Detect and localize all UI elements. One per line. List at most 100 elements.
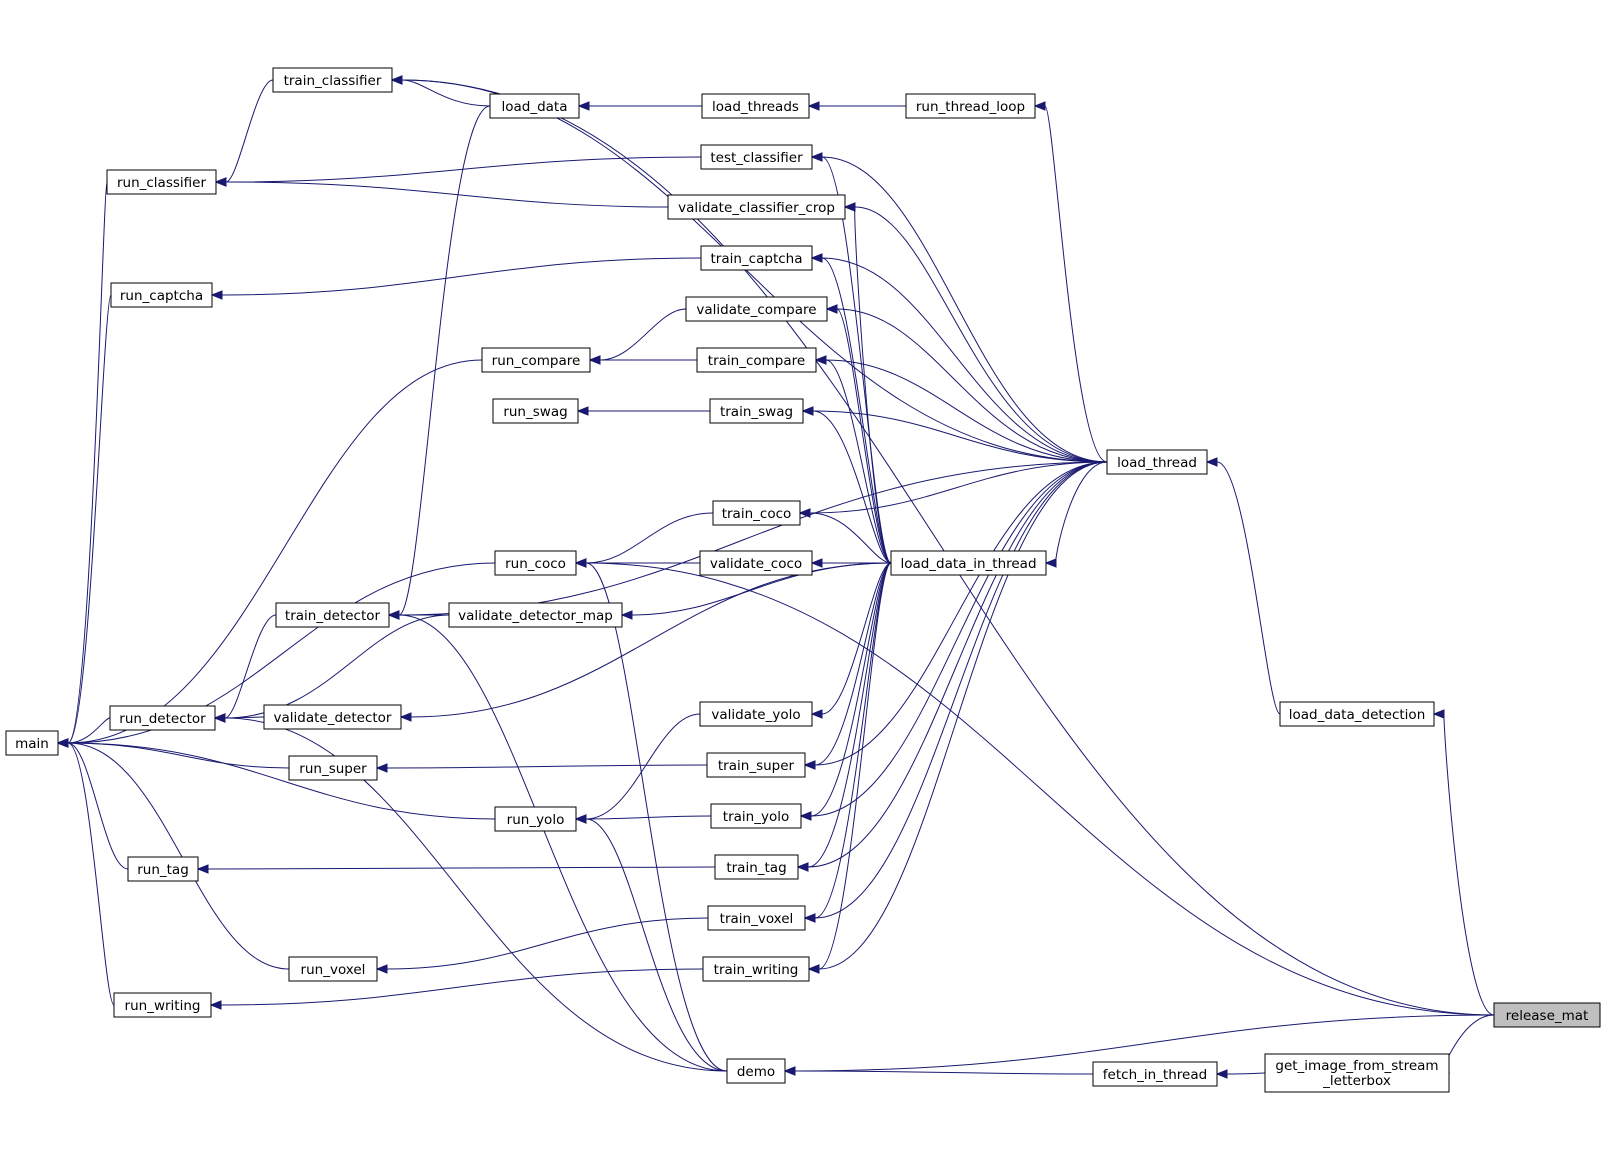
node-box-train_classifier <box>272 67 393 93</box>
edge-load_thread-to-train_captcha <box>821 257 1108 463</box>
node-label-load_data_in_thread: load_data_in_thread <box>900 556 1036 572</box>
edge-demo-to-run_coco <box>585 562 728 1072</box>
node-label-run_swag: run_swag <box>503 404 567 420</box>
node-release_mat[interactable]: release_mat <box>1493 1002 1601 1028</box>
node-train_swag[interactable]: train_swag <box>709 398 804 424</box>
node-box-train_captcha <box>700 245 813 271</box>
node-box-validate_yolo <box>699 701 813 727</box>
node-box-test_classifier <box>700 144 813 170</box>
node-box-train_voxel <box>707 905 806 931</box>
node-train_writing[interactable]: train_writing <box>702 956 810 982</box>
node-test_classifier[interactable]: test_classifier <box>700 144 813 170</box>
node-train_compare[interactable]: train_compare <box>696 347 817 373</box>
node-run_writing[interactable]: run_writing <box>113 992 212 1018</box>
node-box-validate_coco <box>699 550 813 576</box>
node-label-release_mat: release_mat <box>1506 1008 1589 1024</box>
node-run_classifier[interactable]: run_classifier <box>106 169 217 195</box>
arrowhead-validate_classifier_crop-to-run_classifier <box>214 177 227 187</box>
edge-run_super-to-main <box>67 742 290 769</box>
edge-train_super-to-run_super <box>386 764 708 769</box>
node-validate_coco[interactable]: validate_coco <box>699 550 813 576</box>
edge-load_data_in_thread-to-train_super <box>814 562 892 766</box>
node-train_voxel[interactable]: train_voxel <box>707 905 806 931</box>
node-label-train_super: train_super <box>718 758 795 774</box>
edge-load_thread-to-train_coco <box>809 461 1108 514</box>
arrowhead-run_writing-to-main <box>56 738 69 748</box>
edge-fetch_in_thread-to-demo <box>794 1070 1094 1075</box>
node-train_yolo[interactable]: train_yolo <box>710 803 802 829</box>
node-run_detector[interactable]: run_detector <box>109 705 216 731</box>
arrowhead-load_thread-to-train_compare <box>814 355 827 365</box>
node-run_tag[interactable]: run_tag <box>127 856 199 882</box>
node-run_coco[interactable]: run_coco <box>494 550 577 576</box>
node-run_swag[interactable]: run_swag <box>492 398 579 424</box>
node-box-load_data_detection <box>1279 701 1435 727</box>
edge-load_data_in_thread-to-train_voxel <box>814 562 892 919</box>
arrowhead-load_thread-to-validate_classifier_crop <box>843 202 856 212</box>
node-validate_detector[interactable]: validate_detector <box>263 704 402 730</box>
node-box-run_yolo <box>494 806 577 832</box>
node-box-validate_compare <box>685 296 828 322</box>
node-validate_classifier_crop[interactable]: validate_classifier_crop <box>667 194 846 220</box>
edge-load_data_in_thread-to-validate_compare <box>836 308 892 564</box>
node-validate_compare[interactable]: validate_compare <box>685 296 828 322</box>
node-label-test_classifier: test_classifier <box>710 150 803 166</box>
edge-load_thread-to-validate_classifier_crop <box>854 206 1108 463</box>
node-run_thread_loop[interactable]: run_thread_loop <box>905 93 1036 119</box>
arrowhead-load_thread-to-train_writing <box>807 964 820 974</box>
call-graph-nodes: main run_classifier run_captcha run_detecto… <box>5 67 1601 1093</box>
node-train_super[interactable]: train_super <box>706 752 806 778</box>
node-box-load_data <box>489 93 580 119</box>
node-label-run_super: run_super <box>299 761 367 777</box>
node-label-load_data: load_data <box>501 99 567 115</box>
node-label-train_compare: train_compare <box>708 353 805 369</box>
node-load_thread[interactable]: load_thread <box>1106 449 1208 475</box>
node-fetch_in_thread[interactable]: fetch_in_thread <box>1092 1061 1218 1087</box>
edge-release_mat-to-run_coco <box>585 562 1495 1016</box>
arrowhead-train_captcha-to-run_captcha <box>210 290 223 300</box>
node-load_data[interactable]: load_data <box>489 93 580 119</box>
node-demo[interactable]: demo <box>726 1058 786 1084</box>
node-run_captcha[interactable]: run_captcha <box>110 282 213 308</box>
edge-validate_detector_map-to-run_detector <box>224 614 450 719</box>
node-box-train_detector <box>275 602 390 628</box>
node-load_threads[interactable]: load_threads <box>701 93 810 119</box>
node-box-release_mat <box>1493 1002 1601 1028</box>
edge-load_data_in_thread-to-train_compare <box>825 359 892 564</box>
node-train_tag[interactable]: train_tag <box>714 854 799 880</box>
edge-load_data_in_thread-to-validate_detector <box>410 562 892 718</box>
node-box-fetch_in_thread <box>1092 1061 1218 1087</box>
node-train_detector[interactable]: train_detector <box>275 602 390 628</box>
node-box-validate_detector <box>263 704 402 730</box>
node-get_image_from_stream_letterbox[interactable]: get_image_from_stream_letterbox <box>1264 1053 1450 1093</box>
node-train_classifier[interactable]: train_classifier <box>272 67 393 93</box>
node-validate_yolo[interactable]: validate_yolo <box>699 701 813 727</box>
edge-train_classifier-to-run_classifier <box>225 79 274 183</box>
node-load_data_in_thread[interactable]: load_data_in_thread <box>890 550 1047 576</box>
node-run_compare[interactable]: run_compare <box>481 347 591 373</box>
node-main[interactable]: main <box>5 730 59 756</box>
arrowhead-load_thread-to-load_data_in_thread <box>1044 558 1057 568</box>
node-load_data_detection[interactable]: load_data_detection <box>1279 701 1435 727</box>
call-graph-edges <box>56 75 1495 1079</box>
node-box-run_tag <box>127 856 199 882</box>
node-run_yolo[interactable]: run_yolo <box>494 806 577 832</box>
edge-train_voxel-to-run_voxel <box>386 917 709 970</box>
edge-run_detector-to-main <box>67 717 111 744</box>
node-label-run_detector: run_detector <box>119 711 206 727</box>
edge-load_data_in_thread-to-train_swag <box>812 410 892 564</box>
node-train_coco[interactable]: train_coco <box>712 500 801 526</box>
node-run_super[interactable]: run_super <box>288 755 378 781</box>
edge-load_data-to-train_detector <box>398 105 491 616</box>
node-box-run_super <box>288 755 378 781</box>
node-validate_detector_map[interactable]: validate_detector_map <box>448 602 623 628</box>
arrowhead-load_thread-to-test_classifier <box>810 152 823 162</box>
arrowhead-load_data_in_thread-to-validate_coco <box>810 558 823 568</box>
node-label-train_yolo: train_yolo <box>723 809 789 825</box>
edge-get_image_from_stream_letterbox-to-fetch_in_thread <box>1226 1072 1266 1075</box>
node-label-line2-get_image_from_stream_letterbox: _letterbox <box>1322 1073 1391 1089</box>
node-run_voxel[interactable]: run_voxel <box>288 956 378 982</box>
node-train_captcha[interactable]: train_captcha <box>700 245 813 271</box>
node-box-run_writing <box>113 992 212 1018</box>
arrowhead-release_mat-to-demo <box>783 1066 796 1076</box>
